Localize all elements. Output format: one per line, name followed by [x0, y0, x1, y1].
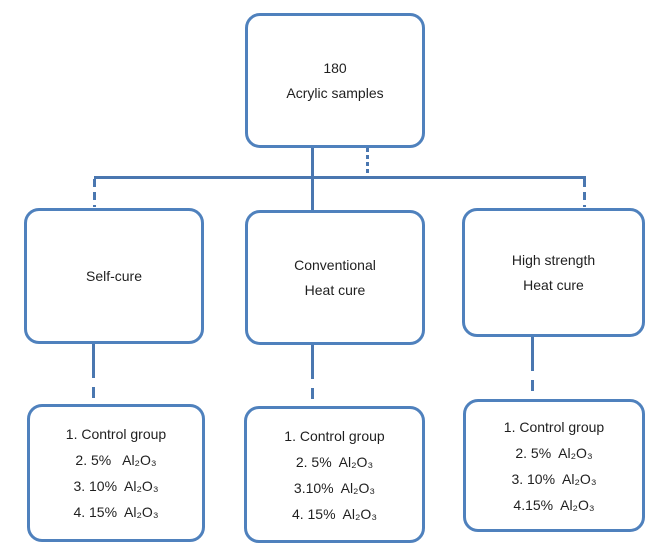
- group-line: 2. 5% Al₂O₃: [295, 453, 374, 470]
- group-line: 4.15% Al₂O₃: [513, 496, 595, 513]
- connector-high-strength-to-groups: [531, 337, 534, 399]
- box-conventional-groups: 1. Control group 2. 5% Al₂O₃ 3.10% Al₂O₃…: [244, 406, 425, 543]
- connector-rail-to-self-cure: [93, 179, 96, 207]
- total-sample-count: 180: [323, 59, 347, 76]
- total-sample-label: Acrylic samples: [286, 84, 384, 101]
- group-line: 3. 10% Al₂O₃: [73, 478, 159, 494]
- box-high-strength-groups: 1. Control group 2. 5% Al₂O₃ 3. 10% Al₂O…: [463, 399, 645, 532]
- connector-horizontal-rail: [94, 176, 586, 179]
- box-self-cure-groups: 1. Control group 2. 5% Al₂O₃ 3. 10% Al₂O…: [27, 404, 205, 542]
- branch-label-line: High strength: [511, 251, 596, 268]
- group-line: 2. 5% Al₂O₃: [515, 444, 593, 461]
- group-line: 3. 10% Al₂O₃: [511, 470, 597, 487]
- group-line: 1. Control group: [503, 418, 605, 435]
- group-line: 4. 15% Al₂O₃: [73, 504, 159, 520]
- branch-label-line: Conventional: [294, 256, 376, 273]
- branch-label-line: Self-cure: [85, 267, 143, 284]
- group-line: 1. Control group: [65, 426, 167, 442]
- box-conventional-heat-cure: Conventional Heat cure: [245, 210, 425, 345]
- branch-label-line: Heat cure: [304, 281, 366, 298]
- connector-self-cure-to-groups: [92, 344, 95, 404]
- box-self-cure: Self-cure: [24, 208, 204, 344]
- box-high-strength-heat-cure: High strength Heat cure: [462, 208, 645, 337]
- group-line: 4. 15% Al₂O₃: [291, 505, 378, 522]
- group-line: 3.10% Al₂O₃: [293, 479, 376, 496]
- branch-label-line: Heat cure: [523, 276, 584, 293]
- connector-conventional-to-groups: [311, 345, 314, 406]
- group-line: 2. 5% Al₂O₃: [75, 452, 157, 468]
- connector-root-to-conventional: [311, 148, 314, 211]
- group-line: 1. Control group: [284, 427, 385, 444]
- connector-root-dashed-stub: [366, 148, 369, 177]
- connector-rail-to-high-strength: [583, 179, 586, 207]
- box-acrylic-samples-total: 180 Acrylic samples: [245, 13, 425, 148]
